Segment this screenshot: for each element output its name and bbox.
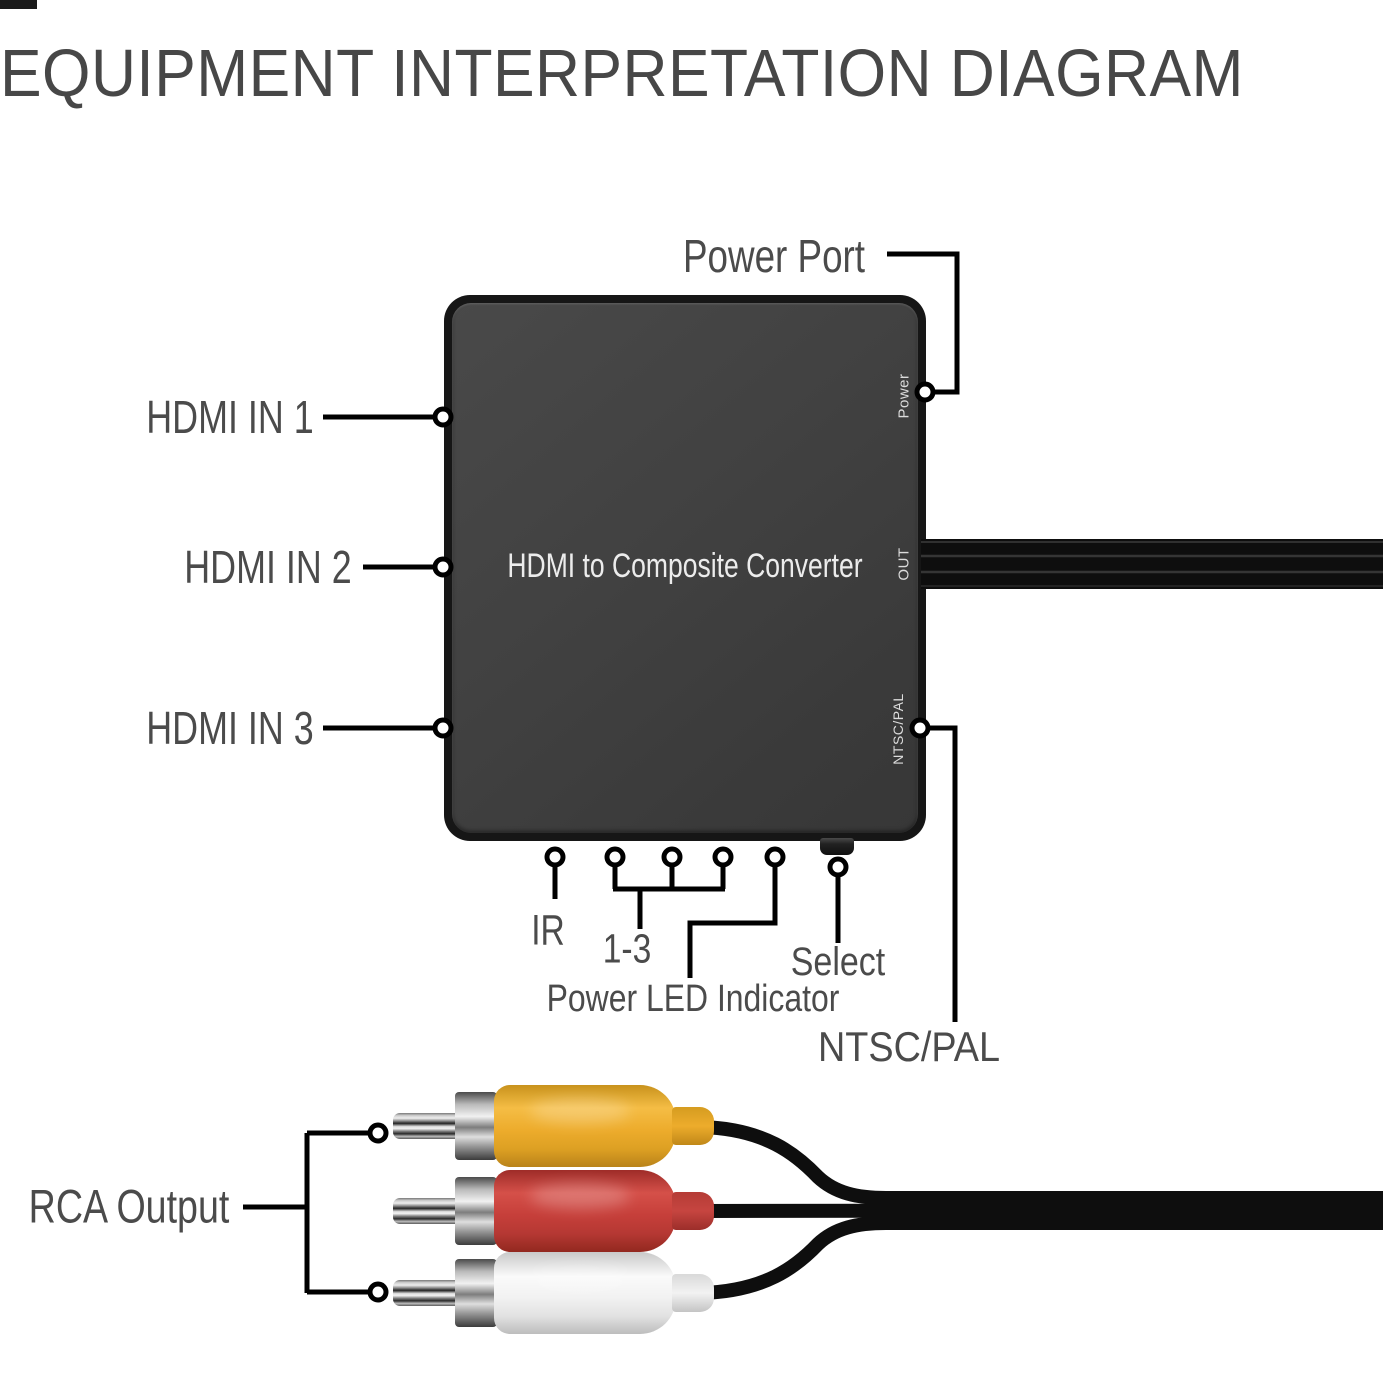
device-power-port-label: Power [895,373,913,419]
ntsc-pal-label: NTSC/PAL [817,1023,1001,1070]
rca-cable-white [695,1216,1383,1300]
rca-red-body [494,1170,676,1252]
power-port-line [887,251,960,395]
converter-device [444,295,926,841]
power-port-marker [914,381,936,403]
rca-white-body [494,1252,676,1334]
rca-white-collar [455,1259,497,1327]
power-led-indicator-label: Power LED Indicator [546,978,840,1020]
hdmi-in-2-label: HDMI IN 2 [184,541,352,593]
rca-red-pin [393,1198,457,1224]
select-button [820,838,854,855]
rca-yellow-collar [455,1092,497,1160]
rca-cables [695,1120,1383,1300]
device-model-label: HDMI to Composite Converter [507,547,863,585]
page-title: EQUIPMENT INTERPRETATION DIAGRAM [0,36,1244,111]
port-markers [367,381,936,1303]
crop-artifact-mark [0,0,37,9]
power-led-marker [764,846,786,868]
ir-label: IR [531,906,565,955]
device-ntsc-pal-label: NTSC/PAL [890,693,906,765]
rca-white-tip [672,1274,714,1312]
channels-1-3-label: 1-3 [602,925,652,972]
rca-white-pin [393,1280,457,1306]
hdmi1-port-marker [432,406,454,428]
power-port-label: Power Port [682,230,866,282]
rca-yellow-body [494,1085,676,1167]
rca-yellow-gloss [530,1098,630,1124]
led3-marker [712,846,734,868]
hdmi2-port-marker [432,556,454,578]
hdmi3-port-marker [432,717,454,739]
select-label: Select [790,940,886,984]
rca-red-gloss [530,1183,630,1209]
ntsc-pal-port-marker [909,717,931,739]
rca-yellow-pin [393,1113,457,1139]
rca-yellow-marker [367,1122,389,1144]
power-led-line [687,865,778,978]
channels-bracket [612,865,726,929]
rca-output-label: RCA Output [28,1179,230,1233]
hdmi-in-3-label: HDMI IN 3 [146,702,314,754]
rca-output-bracket [243,1130,370,1295]
rca-yellow-tip [672,1107,714,1145]
rca-white-gloss [530,1265,630,1291]
rca-white-marker [367,1281,389,1303]
device-out-port-label: OUT [895,547,913,581]
rca-cable-yellow [695,1120,1383,1205]
hdmi-in-1-label: HDMI IN 1 [146,391,314,443]
rca-red-tip [672,1192,714,1230]
rca-red-collar [455,1177,497,1245]
led2-marker [661,846,683,868]
out-cable [921,539,1383,589]
callout-lines [243,251,960,1295]
select-marker [827,856,849,878]
device-face [452,303,918,833]
led1-marker [604,846,626,868]
rca-cable-red [695,1203,1383,1218]
ir-port-marker [544,846,566,868]
ntsc-pal-line [922,725,958,1022]
